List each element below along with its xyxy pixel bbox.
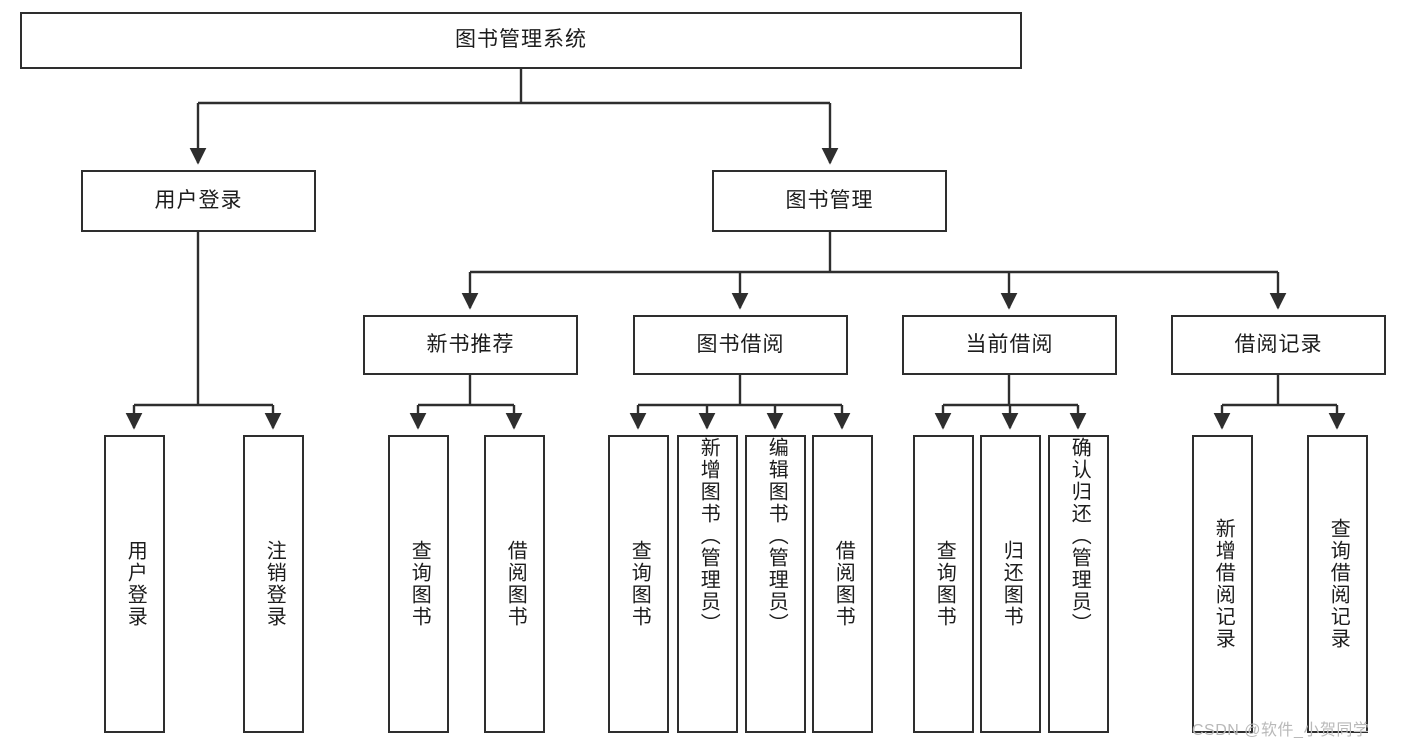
leaf-current-borrow-return-book-label: 归还图书 bbox=[1000, 540, 1023, 628]
leaf-borrow-record-query-record-label: 查询借阅记录 bbox=[1327, 518, 1350, 650]
leaf-user-login-login[interactable]: 用户登录 bbox=[104, 435, 165, 733]
leaf-book-borrow-query-book-label: 查询图书 bbox=[628, 540, 651, 628]
leaf-book-borrow-add-book[interactable]: 新增图书（管理员） bbox=[677, 435, 738, 733]
csdn-watermark: CSDN @软件_小贺同学 bbox=[1192, 722, 1370, 739]
leaf-current-borrow-confirm-return[interactable]: 确认归还（管理员） bbox=[1048, 435, 1109, 733]
leaf-book-borrow-borrow-book-label: 借阅图书 bbox=[832, 540, 855, 628]
node-borrow-record[interactable]: 借阅记录 bbox=[1171, 315, 1386, 375]
node-borrow-record-label: 借阅记录 bbox=[1234, 332, 1323, 356]
leaf-book-borrow-edit-book[interactable]: 编辑图书（管理员） bbox=[745, 435, 806, 733]
leaf-current-borrow-confirm-return-label: 确认归还（管理员） bbox=[1068, 437, 1091, 635]
node-current-borrow[interactable]: 当前借阅 bbox=[902, 315, 1117, 375]
leaf-new-book-query-book[interactable]: 查询图书 bbox=[388, 435, 449, 733]
node-book-borrow[interactable]: 图书借阅 bbox=[633, 315, 848, 375]
leaf-current-borrow-query-book-label: 查询图书 bbox=[933, 540, 956, 628]
node-new-book-recommend[interactable]: 新书推荐 bbox=[363, 315, 578, 375]
leaf-book-borrow-borrow-book[interactable]: 借阅图书 bbox=[812, 435, 873, 733]
leaf-current-borrow-return-book[interactable]: 归还图书 bbox=[980, 435, 1041, 733]
node-root-system[interactable]: 图书管理系统 bbox=[20, 12, 1022, 69]
leaf-new-book-query-book-label: 查询图书 bbox=[408, 540, 431, 628]
leaf-borrow-record-add-record-label: 新增借阅记录 bbox=[1212, 518, 1235, 650]
leaf-user-login-logout[interactable]: 注销登录 bbox=[243, 435, 304, 733]
node-user-login-label: 用户登录 bbox=[154, 188, 243, 212]
leaf-user-login-logout-label: 注销登录 bbox=[263, 540, 286, 628]
node-new-book-recommend-label: 新书推荐 bbox=[426, 332, 515, 356]
node-user-login[interactable]: 用户登录 bbox=[81, 170, 316, 232]
leaf-borrow-record-query-record[interactable]: 查询借阅记录 bbox=[1307, 435, 1368, 733]
leaf-book-borrow-add-book-label: 新增图书（管理员） bbox=[697, 437, 720, 635]
node-root-system-label: 图书管理系统 bbox=[455, 28, 587, 52]
leaf-borrow-record-add-record[interactable]: 新增借阅记录 bbox=[1192, 435, 1253, 733]
leaf-new-book-borrow-book-label: 借阅图书 bbox=[504, 540, 527, 628]
leaf-book-borrow-edit-book-label: 编辑图书（管理员） bbox=[765, 437, 788, 635]
node-book-management-label: 图书管理 bbox=[785, 188, 874, 212]
node-book-borrow-label: 图书借阅 bbox=[696, 332, 785, 356]
node-book-management[interactable]: 图书管理 bbox=[712, 170, 947, 232]
leaf-new-book-borrow-book[interactable]: 借阅图书 bbox=[484, 435, 545, 733]
leaf-current-borrow-query-book[interactable]: 查询图书 bbox=[913, 435, 974, 733]
node-current-borrow-label: 当前借阅 bbox=[965, 332, 1054, 356]
leaf-book-borrow-query-book[interactable]: 查询图书 bbox=[608, 435, 669, 733]
leaf-user-login-login-label: 用户登录 bbox=[124, 540, 147, 628]
